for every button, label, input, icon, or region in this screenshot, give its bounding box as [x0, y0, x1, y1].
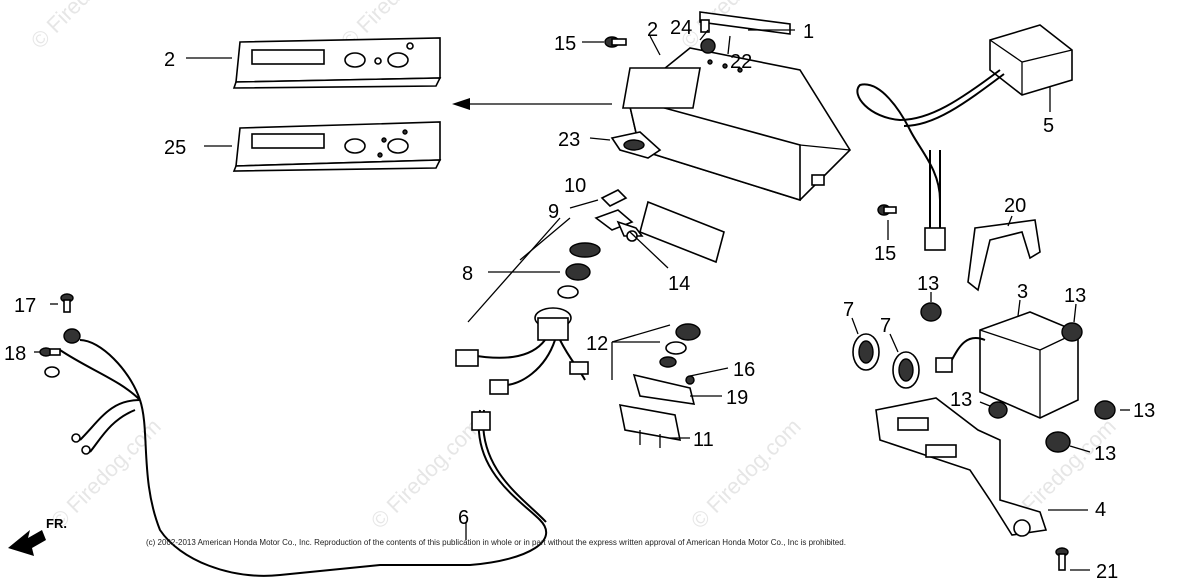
callout-6: 6 — [458, 507, 469, 529]
leader-lines — [34, 29, 1130, 571]
switch-holder-assy — [618, 323, 701, 448]
callout-4: 4 — [1095, 499, 1106, 521]
grommet-7 — [892, 351, 920, 389]
callout-12: 12 — [586, 333, 608, 355]
screw-17 — [60, 293, 74, 313]
callout-19: 19 — [726, 387, 748, 409]
meter-panel-25 — [232, 121, 442, 172]
callout-18: 18 — [4, 343, 26, 365]
callout-15: 15 — [554, 33, 576, 55]
callout-25: 25 — [164, 137, 186, 159]
callout-13: 13 — [1064, 285, 1086, 307]
rubber-13 — [1061, 322, 1083, 342]
callout-10: 10 — [564, 175, 586, 197]
callout-2: 2 — [647, 19, 658, 41]
label-14 — [639, 200, 725, 264]
callout-9: 9 — [548, 201, 559, 223]
callout-11: 11 — [693, 429, 714, 451]
callout-1: 1 — [803, 21, 814, 43]
ignition-switch-assy — [455, 189, 644, 395]
callout-17: 17 — [14, 295, 36, 317]
callout-13: 13 — [1133, 400, 1155, 422]
callout-2: 2 — [164, 49, 175, 71]
plate-1 — [699, 11, 791, 35]
callout-22: 22 — [730, 51, 752, 73]
direction-label: FR. — [46, 516, 67, 531]
callout-23: 23 — [558, 129, 580, 151]
screw-15-right — [877, 204, 897, 216]
callout-20: 20 — [1004, 195, 1026, 217]
bracket-20 — [967, 219, 1041, 292]
watermark-text: © Firedog.com — [26, 0, 146, 54]
battery-tray-4 — [875, 397, 1048, 537]
callout-13: 13 — [917, 273, 939, 295]
rubber-13 — [920, 302, 942, 322]
callout-13: 13 — [950, 389, 972, 411]
callout-16: 16 — [733, 359, 755, 381]
screw-15-top — [604, 36, 627, 48]
callout-7: 7 — [843, 299, 854, 321]
callout-labels: 1 2 2 3 4 5 6 7 7 8 9 10 11 12 13 13 13 … — [4, 17, 1155, 583]
meter-panel-2 — [232, 37, 442, 89]
harness-6 — [44, 328, 547, 577]
callout-24: 24 — [670, 17, 692, 39]
screw-18 — [39, 347, 61, 357]
bulb-24 — [700, 19, 710, 33]
callout-3: 3 — [1017, 281, 1028, 303]
callout-14: 14 — [668, 273, 690, 295]
callout-15: 15 — [874, 243, 896, 265]
callout-13: 13 — [1094, 443, 1116, 465]
callout-8: 8 — [462, 263, 473, 285]
battery-3 — [935, 311, 1079, 419]
callout-5: 5 — [1043, 115, 1054, 137]
grommet-7 — [852, 333, 880, 371]
copyright-notice: (c) 2002-2013 American Honda Motor Co., … — [146, 538, 846, 547]
rubber-13 — [1045, 431, 1071, 453]
callout-7: 7 — [880, 315, 891, 337]
regulator-5 — [856, 24, 1073, 251]
rubber-13 — [988, 401, 1008, 419]
grommet-22 — [700, 38, 716, 54]
screw-21 — [1055, 547, 1069, 571]
callout-21: 21 — [1096, 561, 1118, 583]
rubber-13 — [1094, 400, 1116, 420]
front-direction-arrow: FR. — [8, 516, 67, 556]
